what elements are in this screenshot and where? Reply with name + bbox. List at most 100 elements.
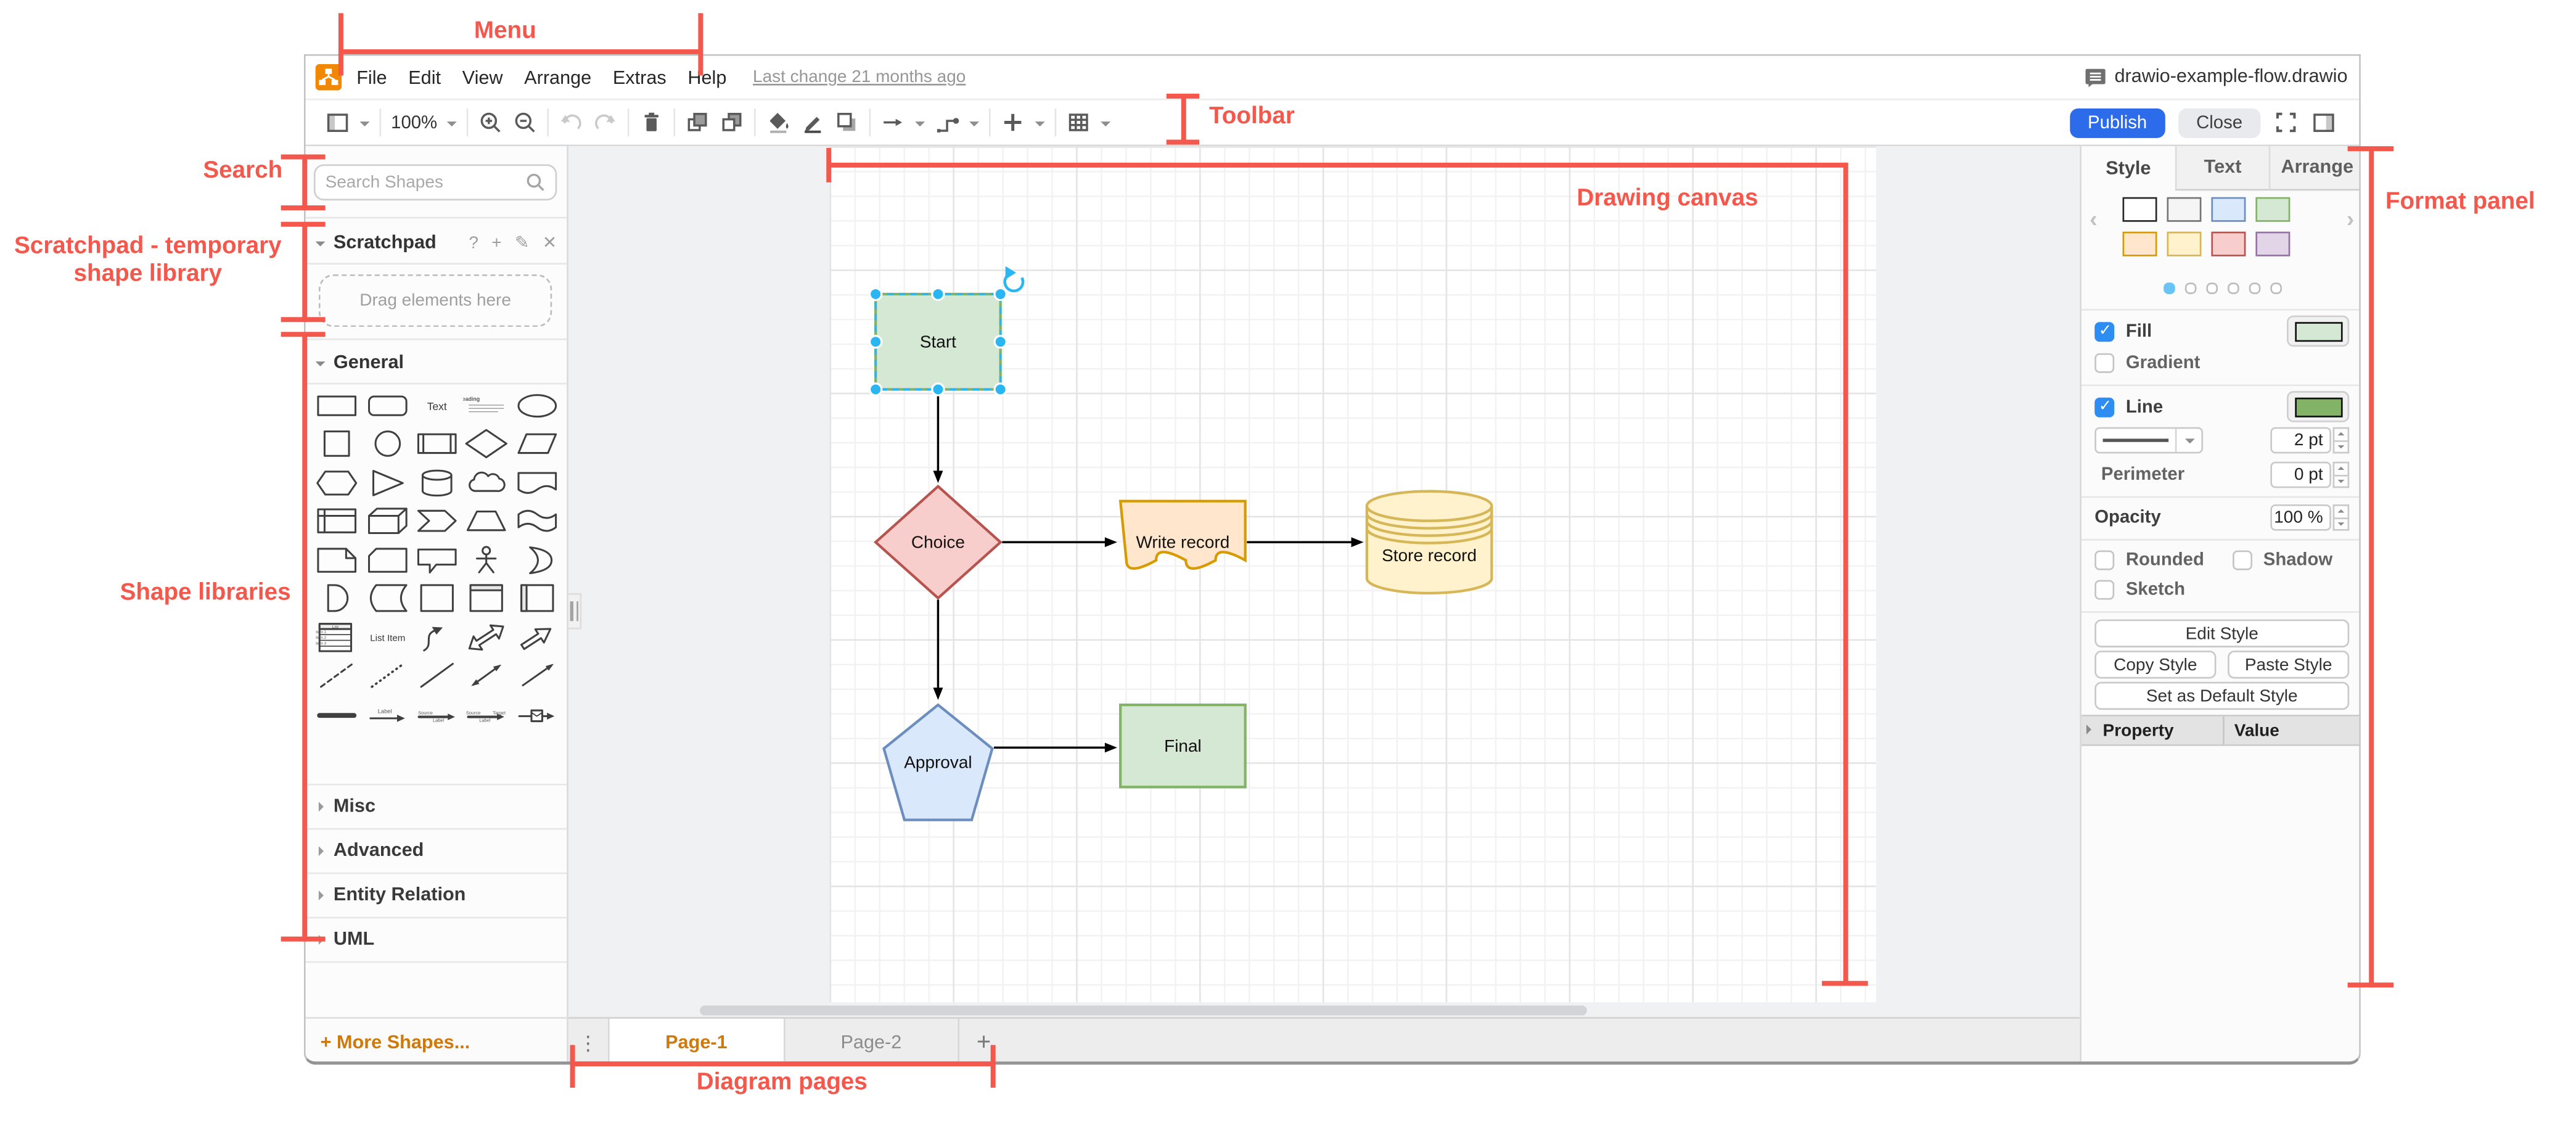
shape-diamond[interactable] (462, 425, 512, 464)
shape-actor[interactable] (462, 541, 512, 580)
page-tab-2[interactable]: Page-2 (785, 1018, 959, 1062)
toolbar-insert-icon[interactable] (1001, 108, 1025, 138)
shape-list-item[interactable]: List Item (362, 618, 412, 657)
toolbar-table-icon[interactable] (1067, 108, 1091, 138)
shape-line[interactable] (412, 656, 462, 695)
fullscreen-icon[interactable] (2274, 108, 2299, 138)
expand-triangle-icon[interactable] (2086, 725, 2096, 735)
close-button[interactable]: Close (2178, 107, 2261, 138)
shape-vertical-container[interactable] (462, 579, 512, 618)
menu-item-file[interactable]: File (356, 68, 387, 89)
pages-menu-icon[interactable]: ⋮ (578, 1030, 598, 1054)
selection-overlay[interactable] (868, 266, 1025, 397)
tab-text[interactable]: Text (2175, 146, 2269, 191)
toolbar-fill-color-icon[interactable] (766, 108, 790, 138)
line-width-input[interactable]: 2 pt (2270, 427, 2331, 454)
opacity-input[interactable]: 100 % (2270, 504, 2331, 531)
set-default-style-button[interactable]: Set as Default Style (2094, 681, 2350, 710)
shape-callout[interactable] (412, 541, 462, 580)
gradient-checkbox[interactable] (2094, 353, 2115, 373)
shape-dotted-line[interactable] (362, 656, 412, 695)
swatch-page-dot-1[interactable] (2184, 282, 2196, 294)
format-panel-toggle-icon[interactable] (2311, 108, 2336, 138)
help-icon[interactable]: ? (469, 233, 478, 253)
shape-cube[interactable] (362, 502, 412, 541)
shape-process[interactable] (412, 425, 462, 464)
section-entity-relation[interactable]: Entity Relation (305, 872, 567, 917)
menu-item-arrange[interactable]: Arrange (524, 68, 592, 89)
toolbar-zoom-level-icon[interactable]: 100% (391, 108, 437, 138)
menu-item-help[interactable]: Help (687, 68, 727, 89)
paste-style-button[interactable]: Paste Style (2228, 651, 2350, 679)
page-tab-1[interactable]: Page-1 (607, 1018, 785, 1062)
shape-cylinder[interactable] (412, 463, 462, 502)
scratchpad-header[interactable]: Scratchpad ? + ✎ ✕ (306, 223, 567, 263)
horizontal-scrollbar[interactable] (700, 1005, 1587, 1016)
perimeter-stepper[interactable] (2332, 461, 2350, 488)
node-start[interactable]: Start (874, 292, 1002, 391)
toolbar-redo-icon[interactable] (593, 108, 618, 138)
style-swatch-7[interactable] (2255, 231, 2291, 257)
shape-square[interactable] (312, 425, 362, 464)
shape-directional-connector[interactable] (512, 656, 562, 695)
style-swatch-3[interactable] (2255, 197, 2291, 222)
shape-link[interactable] (312, 695, 362, 734)
shape-container[interactable] (412, 579, 462, 618)
edge-3[interactable] (933, 599, 943, 701)
scratchpad-drop-area[interactable]: Drag elements here (318, 274, 552, 327)
shape-text[interactable]: Text (412, 386, 462, 425)
edge-1[interactable] (1002, 537, 1117, 548)
toolbar-connection-icon[interactable] (881, 108, 906, 138)
node-write[interactable]: Write record (1118, 499, 1247, 570)
edge-2[interactable] (1247, 537, 1364, 548)
tab-style[interactable]: Style (2081, 146, 2175, 191)
last-change-link[interactable]: Last change 21 months ago (753, 67, 966, 88)
toolbar-zoom-out-icon[interactable] (513, 108, 538, 138)
fill-color-button[interactable] (2286, 315, 2350, 347)
swatch-page-dot-3[interactable] (2226, 282, 2239, 294)
shape-bidirectional-connector[interactable] (462, 656, 512, 695)
shape-bidirectional-arrow[interactable] (462, 618, 512, 657)
add-icon[interactable]: + (491, 233, 502, 253)
toolbar-zoom-in-icon[interactable] (478, 108, 503, 138)
shape-trapezoid[interactable] (462, 502, 512, 541)
edge-0[interactable] (933, 389, 943, 483)
menu-item-edit[interactable]: Edit (408, 68, 441, 89)
style-swatch-1[interactable] (2167, 197, 2202, 222)
toolbar-to-back-icon[interactable] (720, 108, 744, 138)
toolbar-waypoints-icon[interactable] (935, 108, 959, 138)
section-misc[interactable]: Misc (305, 783, 567, 828)
swatch-page-dot-2[interactable] (2205, 282, 2217, 294)
add-page-icon[interactable]: + (976, 1028, 991, 1057)
shape-textbox[interactable]: Heading (462, 386, 512, 425)
shape-data-storage[interactable] (362, 579, 412, 618)
swatch-page-dot-5[interactable] (2270, 282, 2281, 294)
shape-hexagon[interactable] (312, 463, 362, 502)
sketch-checkbox[interactable] (2094, 580, 2115, 600)
shape-internal-storage[interactable] (312, 502, 362, 541)
chevron-left-icon[interactable]: ‹ (2090, 205, 2098, 232)
chevron-right-icon[interactable]: › (2346, 205, 2355, 232)
toolbar-line-color-icon[interactable] (800, 108, 825, 138)
shape-dashed-line[interactable] (312, 656, 362, 695)
swatch-page-dot-0[interactable] (2162, 282, 2175, 294)
toolbar-undo-icon[interactable] (559, 108, 583, 138)
shape-parallelogram[interactable] (512, 425, 562, 464)
panel-splitter-handle[interactable] (568, 593, 582, 630)
shape-rectangle[interactable] (312, 386, 362, 425)
shape-tape[interactable] (512, 502, 562, 541)
menu-item-view[interactable]: View (462, 68, 503, 89)
copy-style-button[interactable]: Copy Style (2094, 651, 2217, 679)
more-shapes-button[interactable]: + More Shapes... (305, 1017, 568, 1062)
shape-ellipse[interactable] (512, 386, 562, 425)
shape-triangle[interactable] (362, 463, 412, 502)
shape-note[interactable] (312, 541, 362, 580)
style-swatch-6[interactable] (2211, 231, 2246, 257)
line-checkbox[interactable] (2094, 397, 2115, 417)
toolbar-shadow-icon[interactable] (835, 108, 859, 138)
edit-icon[interactable]: ✎ (514, 233, 530, 253)
shape-document[interactable] (512, 463, 562, 502)
